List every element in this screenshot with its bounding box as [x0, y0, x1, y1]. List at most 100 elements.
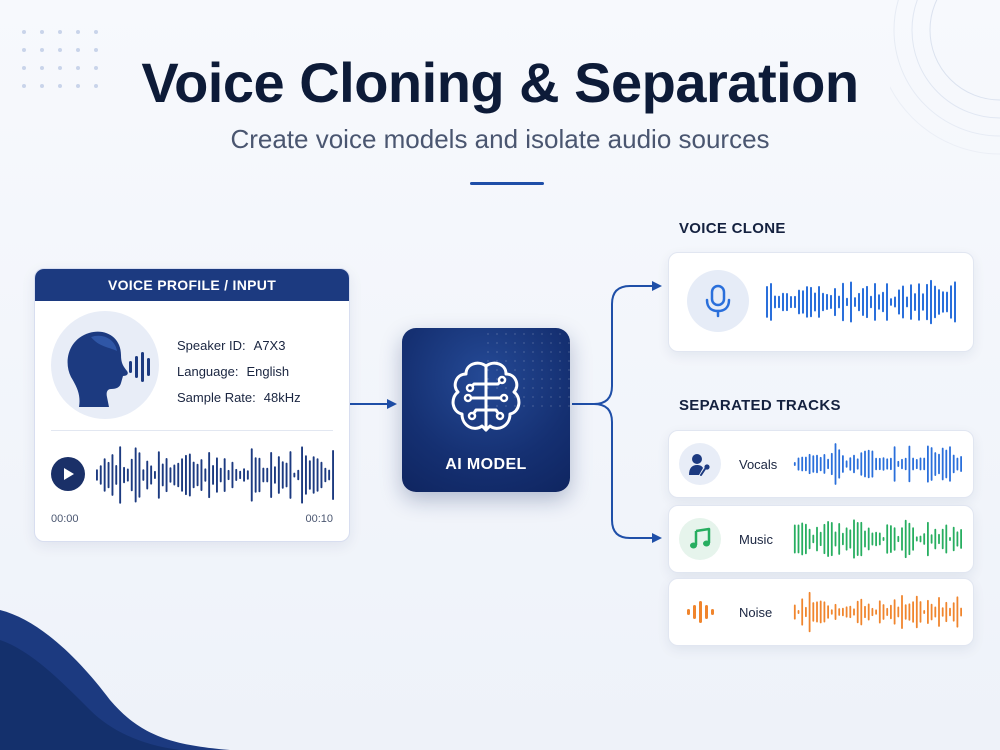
- decoration-dot: [532, 405, 534, 407]
- waveform-bar: [908, 445, 911, 483]
- waveform-bar: [934, 285, 936, 319]
- waveform-bar: [819, 456, 822, 472]
- decoration-dot: [523, 396, 525, 398]
- waveform-bar: [181, 458, 183, 492]
- decoration-dot: [22, 30, 26, 34]
- waveform-bar: [142, 469, 145, 481]
- decoration-dot: [532, 387, 534, 389]
- decoration-dot: [496, 351, 498, 353]
- decoration-dot: [496, 405, 498, 407]
- time-end: 00:10: [305, 513, 333, 525]
- waveform-bar: [898, 289, 900, 315]
- decoration-dot: [496, 387, 498, 389]
- waveform-bar: [107, 461, 110, 489]
- speaker-head-icon: [67, 331, 150, 407]
- decoration-dot: [550, 342, 552, 344]
- waveform-bar: [938, 597, 940, 627]
- waveform-bar: [797, 524, 800, 554]
- waveform-bar: [262, 467, 265, 483]
- waveform-bar: [890, 457, 892, 471]
- waveform-bar: [901, 527, 903, 551]
- waveform-bar: [927, 599, 929, 624]
- decoration-dot: [523, 405, 525, 407]
- waveform-bar: [185, 454, 187, 496]
- decoration-dot: [532, 378, 534, 380]
- waveform-bar: [289, 451, 292, 499]
- waveform-bar: [838, 523, 841, 555]
- language-row: Language:English: [177, 359, 301, 385]
- waveform-bar: [910, 284, 912, 320]
- waveform-bar: [816, 601, 818, 623]
- waveform-bar: [819, 600, 822, 624]
- waveform-bar: [119, 446, 122, 504]
- waveform-bar: [864, 530, 866, 548]
- waveform-bar: [942, 291, 944, 313]
- waveform-bar: [274, 466, 276, 484]
- waveform-bar: [897, 535, 900, 543]
- decoration-dot: [487, 369, 489, 371]
- waveform-bar: [96, 469, 98, 481]
- waveform-bar: [810, 286, 812, 318]
- waveform-bar: [827, 605, 829, 619]
- waveform-bar: [812, 602, 815, 622]
- waveform-bar: [808, 453, 811, 475]
- waveform-bar: [130, 458, 133, 492]
- waveform-bar: [960, 456, 962, 472]
- play-button[interactable]: [51, 457, 85, 491]
- track-vocals-card[interactable]: Vocals: [668, 430, 974, 498]
- ai-dot-pattern: [487, 333, 570, 407]
- decoration-dot: [568, 405, 570, 407]
- track-noise-card[interactable]: Noise: [668, 578, 974, 646]
- waveform-bar: [893, 446, 896, 482]
- decoration-dot: [541, 360, 543, 362]
- decoration-dot: [559, 396, 561, 398]
- vocals-waveform: [793, 443, 962, 485]
- waveform-bar: [886, 524, 889, 554]
- waveform-bar: [808, 591, 811, 633]
- arc-lines-decoration: [890, 0, 1000, 155]
- decoration-dot: [568, 333, 570, 335]
- decoration-dot: [514, 396, 516, 398]
- time-start: 00:00: [51, 513, 79, 525]
- waveform-bar: [849, 605, 852, 619]
- language-value: English: [246, 364, 290, 379]
- decoration-dot: [505, 333, 507, 335]
- decoration-dot: [559, 360, 561, 362]
- decoration-dot: [541, 396, 543, 398]
- brain-circuit-icon: [451, 361, 521, 432]
- waveform-bar: [250, 448, 253, 502]
- decoration-dot: [523, 342, 525, 344]
- waveform-bar: [823, 523, 826, 555]
- card-divider: [51, 430, 333, 431]
- waveform-bar: [308, 460, 311, 490]
- decoration-dot: [76, 30, 80, 34]
- waveform-bar: [797, 610, 800, 614]
- waveform-bar: [798, 289, 800, 315]
- waveform-bar: [930, 447, 933, 481]
- waveform-bar: [782, 292, 784, 312]
- decoration-dot: [541, 387, 543, 389]
- noise-badge: [679, 591, 721, 633]
- music-badge: [679, 518, 721, 560]
- waveform-bar: [856, 522, 859, 556]
- waveform-bar: [915, 459, 918, 470]
- waveform-bar: [875, 609, 877, 615]
- waveform-bar: [834, 531, 837, 547]
- waveform-bar: [266, 467, 269, 483]
- waveform-bar: [945, 449, 948, 479]
- waveform-bar: [934, 606, 937, 618]
- waveform-bar: [161, 463, 164, 487]
- waveform-bar: [854, 297, 856, 307]
- waveform-bar: [945, 524, 948, 554]
- waveform-bar: [912, 527, 914, 551]
- waveform-bar: [930, 603, 933, 621]
- voice-clone-card: [668, 252, 974, 352]
- track-music-card[interactable]: Music: [668, 505, 974, 573]
- waveform-bar: [919, 535, 922, 543]
- singer-icon: [689, 454, 710, 476]
- decoration-dot: [550, 405, 552, 407]
- waveform-bar: [169, 467, 172, 483]
- waveform-bar: [919, 601, 922, 623]
- waveform-bar: [223, 458, 226, 492]
- decoration-dot: [496, 378, 498, 380]
